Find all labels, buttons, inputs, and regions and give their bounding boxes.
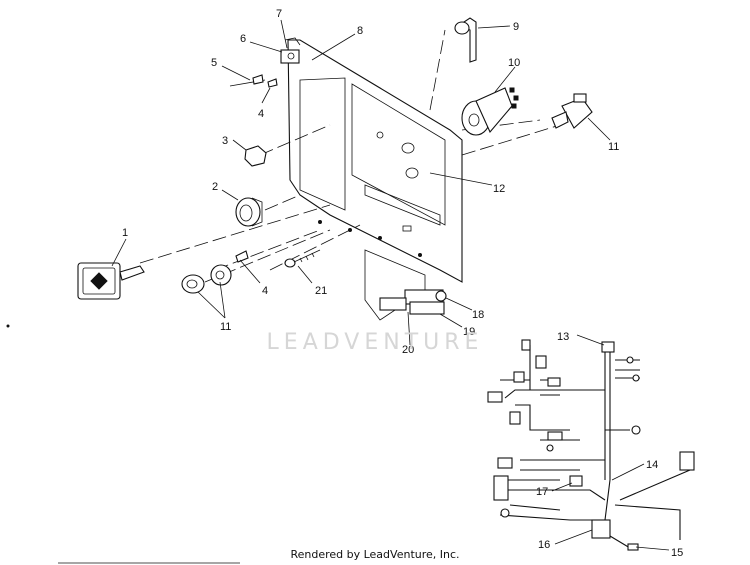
callout-15: 15 bbox=[671, 547, 683, 559]
rings-part bbox=[181, 264, 232, 294]
bracket-part bbox=[379, 289, 447, 315]
toggle-switch-part bbox=[551, 93, 593, 129]
callout-9: 9 bbox=[513, 21, 519, 33]
callout-8: 8 bbox=[357, 25, 363, 37]
dash-panel bbox=[287, 39, 463, 321]
top-clip-part bbox=[280, 37, 301, 64]
assembly-lines bbox=[139, 29, 561, 283]
callout-6: 6 bbox=[240, 33, 246, 45]
nut-part bbox=[244, 145, 267, 167]
callout-20: 20 bbox=[402, 344, 414, 356]
callout-12: 12 bbox=[493, 183, 505, 195]
leader-lines bbox=[111, 19, 670, 551]
callout-2: 2 bbox=[212, 181, 218, 193]
callout-14: 14 bbox=[646, 459, 658, 471]
callout-11-lower: 11 bbox=[220, 321, 231, 333]
callout-4-lower: 4 bbox=[262, 285, 268, 297]
screw-parts bbox=[229, 74, 278, 263]
callout-10: 10 bbox=[508, 57, 520, 69]
callout-3: 3 bbox=[222, 135, 228, 147]
wire-harness bbox=[487, 339, 695, 551]
bolt-part bbox=[284, 249, 321, 268]
footer-credit: Rendered by LeadVenture, Inc. bbox=[290, 548, 460, 561]
callout-5: 5 bbox=[211, 57, 217, 69]
watermark: LEADVENTURE bbox=[266, 330, 484, 355]
bezel-ring-part bbox=[235, 197, 263, 227]
callouts: 1 2 3 4 5 6 7 8 9 10 11 12 4 11 21 18 19… bbox=[122, 8, 683, 559]
callout-4-upper: 4 bbox=[258, 108, 264, 120]
callout-13: 13 bbox=[557, 331, 569, 343]
callout-19: 19 bbox=[463, 326, 475, 338]
switch-part-9 bbox=[454, 17, 477, 63]
callout-16: 16 bbox=[538, 539, 550, 551]
callout-1: 1 bbox=[122, 227, 128, 239]
callout-18: 18 bbox=[472, 309, 484, 321]
ignition-switch-part bbox=[461, 87, 519, 136]
stray-dot bbox=[6, 324, 10, 328]
callout-7: 7 bbox=[276, 8, 282, 20]
key-part bbox=[77, 262, 145, 300]
callout-21: 21 bbox=[315, 285, 327, 297]
callout-17: 17 bbox=[536, 486, 548, 498]
callout-11-upper: 11 bbox=[608, 141, 619, 153]
